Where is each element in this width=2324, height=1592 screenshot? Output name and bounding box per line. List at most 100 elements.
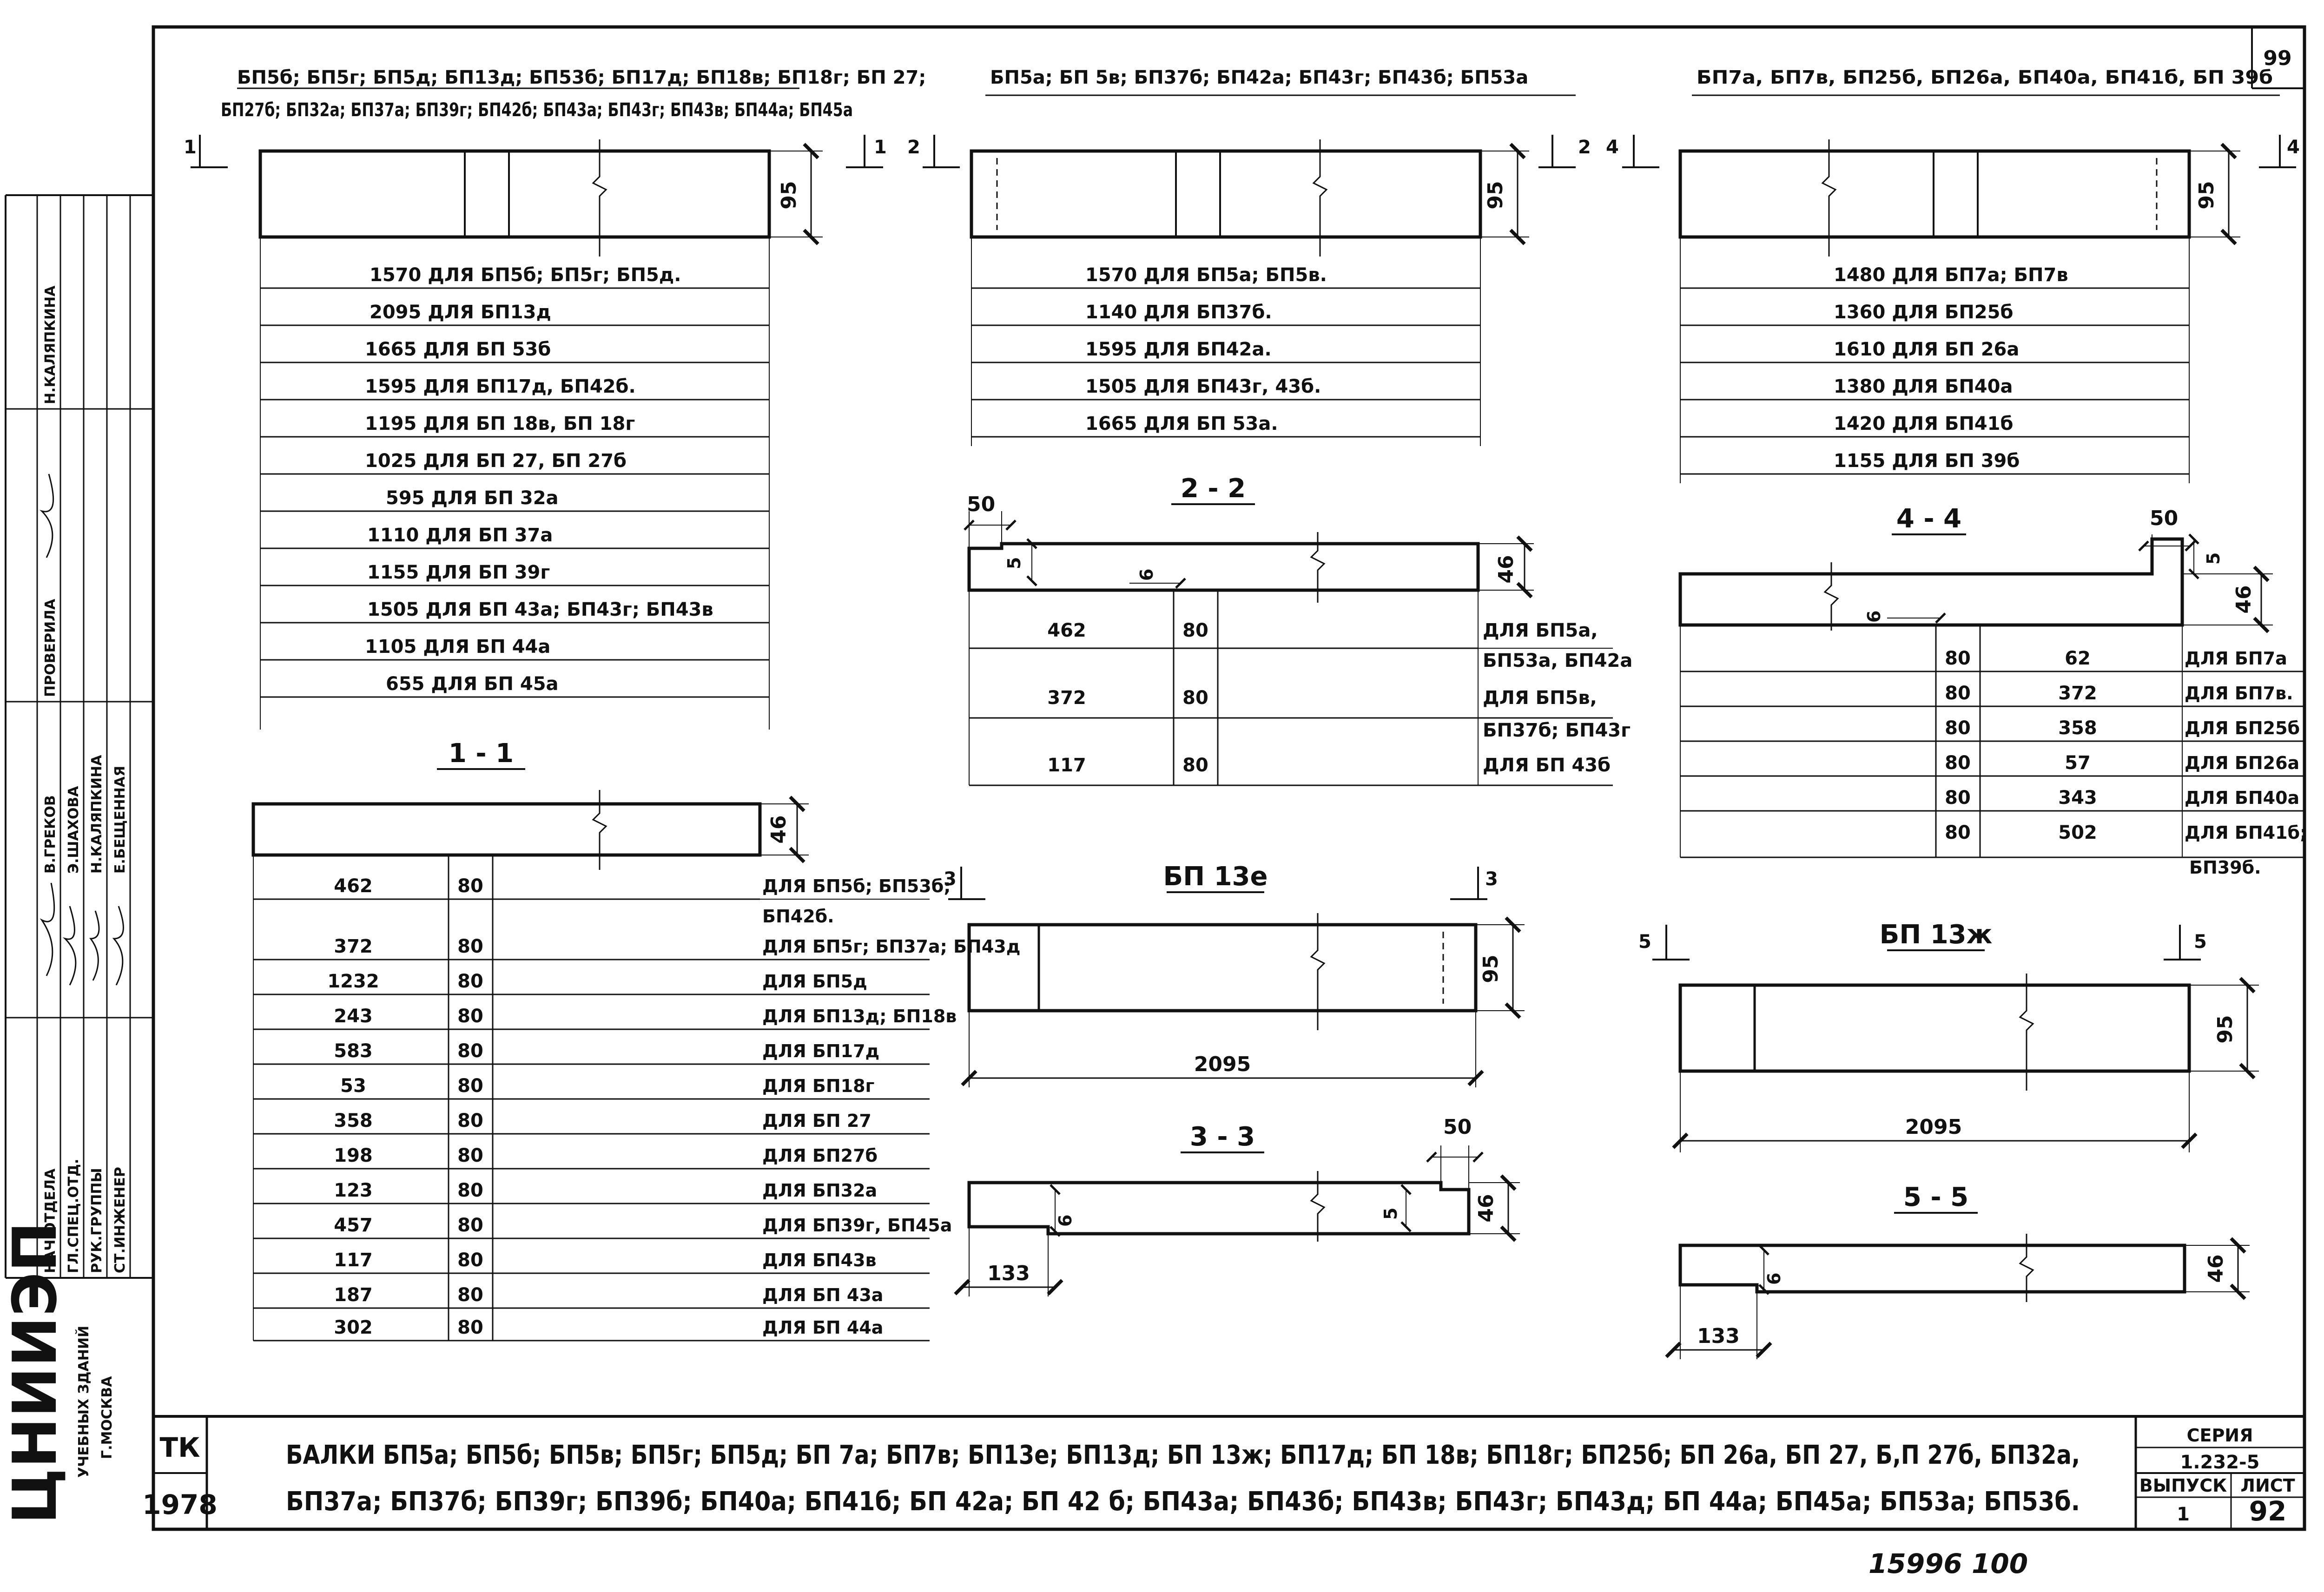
g3-length-3: 1380 ДЛЯ БП40а xyxy=(1834,376,2013,397)
s44-note-0: ДЛЯ БП7а xyxy=(2185,648,2287,669)
g3-length-1: 1360 ДЛЯ БП25б xyxy=(1834,302,2013,323)
s22-note1-0: ДЛЯ БП5а, xyxy=(1483,620,1598,641)
g2-cut-marks xyxy=(923,135,1576,168)
bp13e-mark-left: 3 xyxy=(944,868,957,890)
s33-length: 133 xyxy=(987,1262,1030,1285)
g1-mark-left: 1 xyxy=(184,137,197,158)
sheet-number: 99 xyxy=(2263,46,2291,70)
tk-code: ТК xyxy=(160,1432,200,1463)
s11-b-5: 80 xyxy=(457,1040,483,1062)
s11-a-11: 117 xyxy=(334,1250,373,1271)
g3-header: БП7а, БП7в, БП25б, БП26а, БП40а, БП41б, … xyxy=(1697,67,2273,88)
s44-title: 4 - 4 xyxy=(1896,504,1961,534)
g3-mark-left: 4 xyxy=(1606,137,1619,158)
s22-row-lines xyxy=(969,647,1613,786)
stamp-name-4: Е.БЕЩЕННАЯ xyxy=(112,766,128,874)
g1-length-9: 1505 ДЛЯ БП 43а; БП43г; БП43в xyxy=(367,599,713,620)
bp13zh-cut-marks xyxy=(1652,925,2201,960)
g1-length-7: 1110 ДЛЯ БП 37а xyxy=(367,525,553,546)
s55-d6: 6 xyxy=(1764,1273,1784,1285)
sheet-value: 92 xyxy=(2249,1495,2287,1527)
bp13e-length: 2095 xyxy=(1194,1053,1251,1076)
issue-value: 1 xyxy=(2177,1504,2190,1525)
s55-height: 46 xyxy=(2204,1254,2228,1283)
s11-a-13: 302 xyxy=(334,1317,373,1338)
s11-a-6: 53 xyxy=(340,1075,366,1097)
s11-note-9: ДЛЯ БП32а xyxy=(762,1180,877,1201)
s11-title: 1 - 1 xyxy=(449,738,514,769)
s11-note-11: ДЛЯ БП43в xyxy=(762,1250,877,1270)
g2-height: 95 xyxy=(1484,181,1507,209)
s11-b-13: 80 xyxy=(457,1317,483,1338)
g3-length-0: 1480 ДЛЯ БП7а; БП7в xyxy=(1834,264,2068,286)
s11-note-8: ДЛЯ БП27б xyxy=(762,1145,878,1166)
s11-b-7: 80 xyxy=(457,1110,483,1132)
s11-note-7: ДЛЯ БП 27 xyxy=(762,1111,872,1131)
bp13zh-title: БП 13ж xyxy=(1880,920,1993,950)
s11-note-1: БП42б. xyxy=(762,906,834,927)
stamp-check-label: ПРОВЕРИЛА xyxy=(42,599,59,697)
s22-a-2: 117 xyxy=(1047,755,1086,776)
s11-b-6: 80 xyxy=(457,1075,483,1097)
org-logo-text: ЦНИИЭП xyxy=(0,1222,70,1524)
footer-note: 15996 100 xyxy=(1868,1548,2028,1579)
s11-note-5: ДЛЯ БП17д xyxy=(762,1041,879,1061)
g1-length-10: 1105 ДЛЯ БП 44а xyxy=(365,636,550,658)
g3-height: 95 xyxy=(2195,181,2218,209)
s11-height: 46 xyxy=(767,815,791,843)
s11-b-0: 80 xyxy=(457,875,483,897)
g3-cut-marks xyxy=(1622,135,2296,168)
s11-a-8: 198 xyxy=(334,1145,373,1166)
s44-beam xyxy=(1678,533,2273,858)
s11-a-3: 1232 xyxy=(327,971,379,992)
s11-beam xyxy=(251,790,809,1342)
s22-b-2: 80 xyxy=(1182,755,1208,776)
s44-row-lines xyxy=(1680,671,2305,858)
s11-b-2: 80 xyxy=(457,936,483,957)
s11-b-10: 80 xyxy=(457,1215,483,1236)
s11-a-12: 187 xyxy=(334,1284,373,1306)
g2-length-2: 1595 ДЛЯ БП42а. xyxy=(1085,339,1272,360)
g1-length-5: 1025 ДЛЯ БП 27, БП 27б xyxy=(365,450,627,472)
s11-note-2: ДЛЯ БП5г; БП37а; БП43д xyxy=(762,936,1020,957)
s44-height: 46 xyxy=(2232,585,2256,613)
sheet-label: ЛИСТ xyxy=(2240,1475,2295,1496)
s22-d5: 5 xyxy=(1004,557,1024,569)
g2-mark-right: 2 xyxy=(1578,137,1591,158)
s44-a-1: 372 xyxy=(2058,683,2097,704)
s22-height: 46 xyxy=(1494,555,1518,583)
s33-height: 46 xyxy=(1474,1194,1498,1222)
s11-note-3: ДЛЯ БП5д xyxy=(762,971,867,992)
bp13zh-mark-right: 5 xyxy=(2194,931,2207,953)
s11-b-12: 80 xyxy=(457,1284,483,1306)
s11-b-8: 80 xyxy=(457,1145,483,1166)
year: 1978 xyxy=(142,1489,217,1520)
s22-d6: 6 xyxy=(1136,569,1157,581)
g2-length-0: 1570 ДЛЯ БП5а; БП5в. xyxy=(1085,264,1327,286)
g1-height: 95 xyxy=(777,181,801,209)
s11-note-13: ДЛЯ БП 44а xyxy=(762,1317,883,1338)
s44-note-6: БП39б. xyxy=(2189,857,2261,878)
s44-a-0: 62 xyxy=(2065,648,2091,669)
g3-length-4: 1420 ДЛЯ БП41б xyxy=(1834,413,2013,434)
s22-beam xyxy=(964,511,1534,786)
g3-mark-right: 4 xyxy=(2287,137,2300,158)
s33-d6: 6 xyxy=(1055,1215,1076,1227)
s44-note-5: ДЛЯ БП41б; xyxy=(2185,822,2307,843)
stamp-role-1: НАЧ.ОТДЕЛА xyxy=(42,1168,59,1273)
s44-a-3: 57 xyxy=(2065,752,2091,774)
s22-note2-1: БП37б; БП43г xyxy=(1483,720,1631,741)
g1-length-lines xyxy=(260,287,769,698)
bp13e-title: БП 13е xyxy=(1163,862,1268,892)
s44-b-2: 80 xyxy=(1945,717,1971,739)
g2-header: БП5а; БП 5в; БП37б; БП42а; БП43г; БП43б;… xyxy=(990,67,1528,88)
stamp-role-4: СТ.ИНЖЕНЕР xyxy=(112,1167,128,1273)
s44-b-5: 80 xyxy=(1945,822,1971,843)
g2-length-4: 1665 ДЛЯ БП 53а. xyxy=(1085,413,1278,434)
s22-b-1: 80 xyxy=(1182,687,1208,709)
s44-a-2: 358 xyxy=(2058,717,2097,739)
s44-a-4: 343 xyxy=(2058,787,2097,809)
s22-note1-1: ДЛЯ БП5в, xyxy=(1483,687,1597,709)
s11-note-12: ДЛЯ БП 43а xyxy=(762,1285,883,1305)
